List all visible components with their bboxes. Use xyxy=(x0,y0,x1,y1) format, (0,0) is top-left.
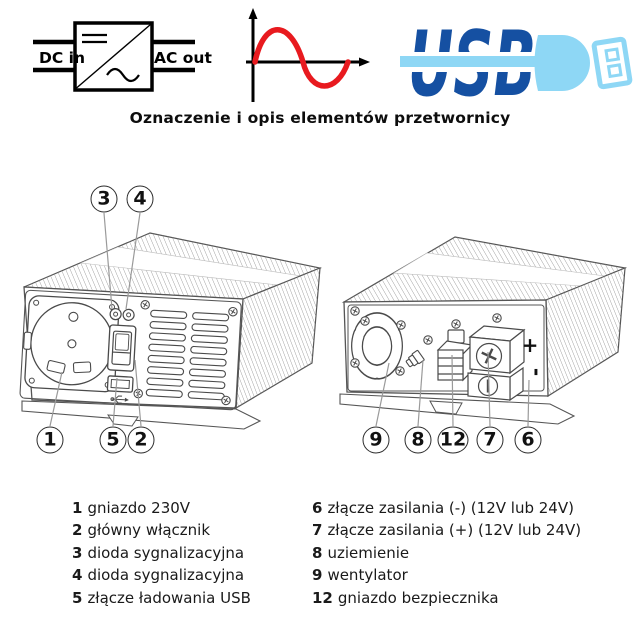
callout-6: 6 xyxy=(514,426,542,454)
legend-number: 1 xyxy=(72,499,83,517)
plus-terminal-label: + xyxy=(522,333,539,357)
heatsink-fins xyxy=(236,268,320,408)
heatsink-fins xyxy=(546,268,625,396)
legend-number: 2 xyxy=(72,521,83,540)
minus-terminal-label: - xyxy=(525,368,549,376)
usb-cable xyxy=(400,56,552,67)
legend-text: dioda sygnalizacyjna xyxy=(87,543,245,562)
ground-terminal xyxy=(405,335,433,368)
led-indicators xyxy=(109,308,135,321)
legend-number: 4 xyxy=(72,566,83,585)
callout-9: 9 xyxy=(362,426,390,454)
legend-text: gniazdo bezpiecznika xyxy=(337,588,499,607)
legend-text: główny włącznik xyxy=(87,521,211,540)
callout-2: 2 xyxy=(127,426,155,454)
callout-12: 12 xyxy=(437,426,469,454)
callout-8: 8 xyxy=(404,426,432,454)
legend-text: wentylator xyxy=(327,566,408,585)
callout-7: 7 xyxy=(476,426,504,454)
legend-number: 7 xyxy=(312,521,323,540)
legend-number: 5 xyxy=(72,588,83,607)
callout-3: 3 xyxy=(90,185,118,213)
legend-number: 9 xyxy=(312,566,323,585)
rear-panel: + - xyxy=(347,304,549,402)
legend-text: dioda sygnalizacyjna xyxy=(87,566,245,585)
vent-grille xyxy=(145,309,230,401)
callout-4: 4 xyxy=(126,185,154,213)
usb-logo: USB xyxy=(400,12,633,117)
dc-in-label: DC in xyxy=(39,49,85,67)
legend-text: uziemienie xyxy=(327,543,410,562)
callout-5: 5 xyxy=(99,426,127,454)
dc-ac-converter-icon: DC in AC out xyxy=(33,21,212,92)
legend-text: złącze ładowania USB xyxy=(87,588,251,607)
callout-1: 1 xyxy=(36,426,64,454)
fuse-holder xyxy=(436,319,474,382)
legend-number: 12 xyxy=(312,588,333,607)
inverter-front-drawing xyxy=(19,232,323,430)
legend-number: 8 xyxy=(312,543,323,562)
usb-plug-body xyxy=(534,35,590,91)
sine-curve xyxy=(252,27,351,89)
usb-plug-connector xyxy=(591,36,633,90)
callout-lines xyxy=(49,212,530,427)
power-switch xyxy=(107,324,137,372)
legend-number: 3 xyxy=(72,543,83,562)
sine-wave-icon xyxy=(246,8,370,102)
legend-text: złącze zasilania (+) (12V lub 24V) xyxy=(327,521,582,540)
usb-port xyxy=(106,375,134,404)
page-title: Oznaczenie i opis elementów przetwornicy xyxy=(129,109,511,127)
fan-grille xyxy=(351,312,403,380)
legend-text: gniazdo 230V xyxy=(87,499,191,517)
front-panel xyxy=(19,289,242,411)
ac-out-label: AC out xyxy=(154,49,212,67)
inverter-rear-drawing: + - xyxy=(339,236,628,425)
legend-text: złącze zasilania (-) (12V lub 24V) xyxy=(327,499,574,517)
usb-symbol-icon xyxy=(110,395,129,404)
legend-number: 6 xyxy=(312,499,323,517)
